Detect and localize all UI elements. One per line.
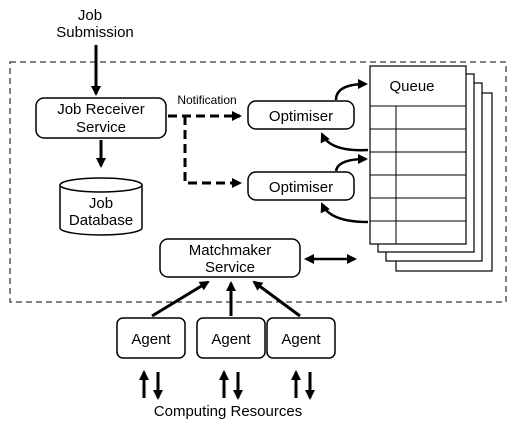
matchmaker-label-line2: Service [205,259,255,276]
agent-2-box [196,317,266,359]
queue-front-page [369,65,467,245]
job-database-label-line2: Database [69,212,133,229]
agent-3-box [266,317,336,359]
queue-label: Queue [389,78,434,95]
job-submission-label-line1: Job [78,7,102,24]
agent-1-label: Agent [131,331,171,348]
agent-1-box [116,317,186,359]
computing-resources-label: Computing Resources [154,403,302,420]
optimiser-1-box [247,100,355,130]
job-receiver-service-box [35,97,167,139]
system-boundary [9,61,507,303]
agent-3-label: Agent [281,331,321,348]
queue-to-optimiser-2-arrow [320,202,369,224]
queue-to-optimiser-1-arrow [320,132,369,152]
optimiser-2-label: Optimiser [269,179,333,196]
job-receiver-label-line2: Service [76,119,126,136]
optimiser-2-to-queue-arrow [334,154,368,172]
job-database-cylinder [59,177,143,236]
agent-1-to-matchmaker-arrow [151,280,210,318]
job-receiver-label-line1: Job Receiver [57,101,145,118]
notification-label: Notification [177,93,236,107]
job-submission-label-line2: Submission [56,24,134,41]
agent-3-to-matchmaker-arrow [252,280,301,318]
optimiser-1-label: Optimiser [269,108,333,125]
matchmaker-label-line1: Matchmaker [189,242,272,259]
optimiser-2-box [247,171,355,201]
job-database-label-line1: Job [89,195,113,212]
agent-1-resource-arrows [139,370,163,400]
optimiser-1-to-queue-arrow [334,79,368,101]
agent-3-resource-arrows [291,370,315,400]
agent-2-resource-arrows [219,370,243,400]
agent-2-label: Agent [211,331,251,348]
matchmaker-service-box [159,238,301,278]
notification-arrow-to-optimiser-2 [183,116,242,188]
